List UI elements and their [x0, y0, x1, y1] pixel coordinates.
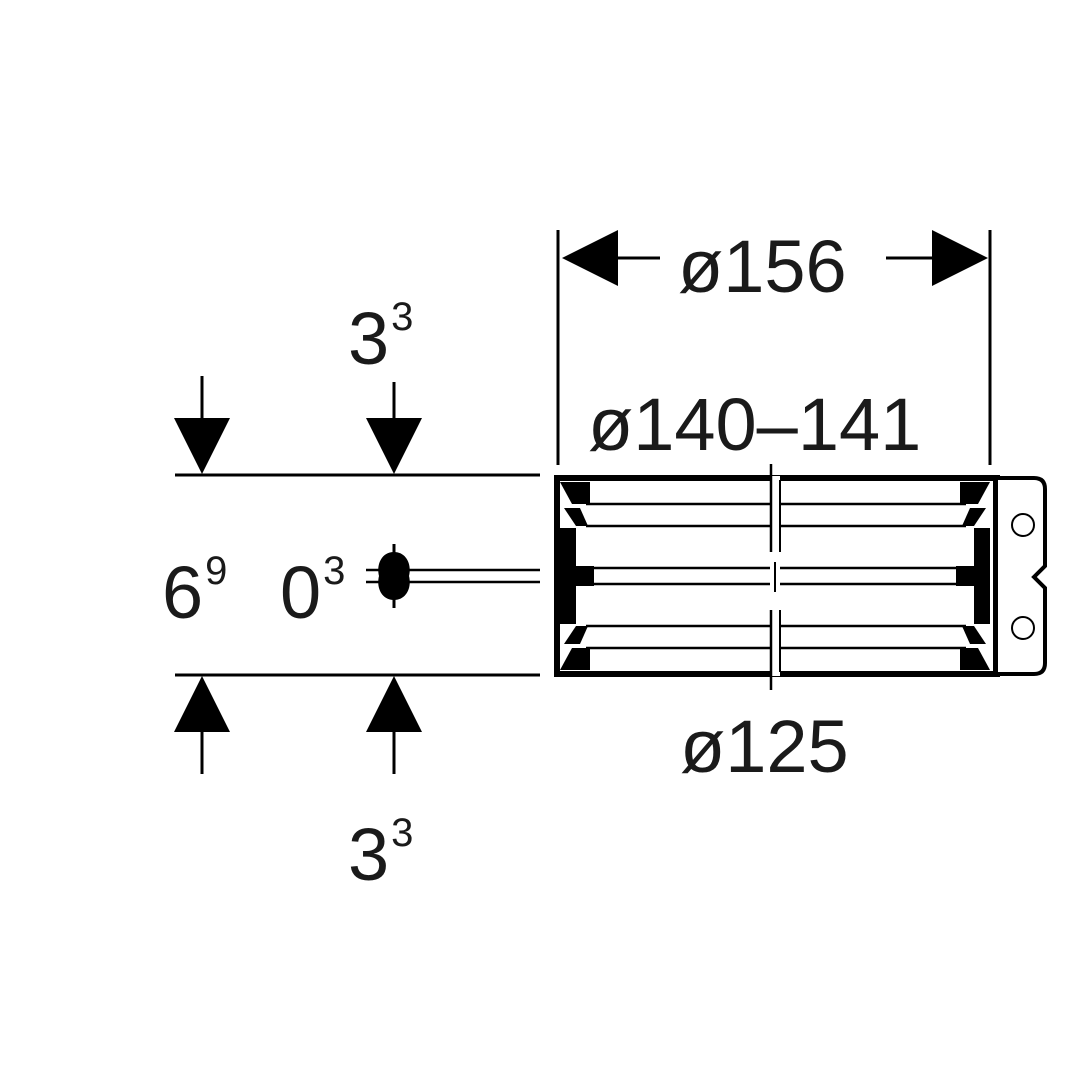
arrowhead-up-left — [174, 676, 230, 732]
end-cap-hole-bottom — [1011, 616, 1035, 640]
lip-wedge-top-right-1 — [960, 482, 990, 504]
arrowhead-up-right — [366, 676, 422, 732]
lip-wedge-top-left-2 — [564, 508, 588, 526]
end-cap-hole-top — [1011, 513, 1035, 537]
total-height-base: 6 — [162, 551, 204, 634]
lip-wedge-top-left-1 — [560, 482, 590, 504]
side-bar-right — [974, 528, 990, 624]
side-bar-left — [560, 528, 576, 624]
inner-diameter-label: ø125 — [680, 705, 849, 788]
total-height-sup: 9 — [205, 549, 228, 593]
gap-sup: 3 — [323, 549, 346, 593]
end-cap — [997, 476, 1047, 676]
gap-label: 03 — [280, 551, 345, 630]
lip-wedge-top-right-2 — [962, 508, 986, 526]
arrowhead-down-left — [174, 418, 230, 474]
outer-diameter-dimension — [556, 230, 992, 465]
outer-diameter-label: ø156 — [678, 225, 847, 308]
arrowhead-left — [562, 230, 618, 286]
gap-marker — [366, 544, 540, 608]
bottom-thickness-sup: 3 — [391, 811, 414, 855]
gap-base: 0 — [280, 551, 322, 634]
total-height-label: 69 — [162, 551, 227, 630]
top-thickness-sup: 3 — [391, 295, 414, 339]
center-bar-right — [956, 566, 974, 586]
gap-dot — [378, 552, 410, 600]
thickness-dimensions — [174, 376, 540, 774]
center-bar-left — [576, 566, 594, 586]
lip-wedge-bottom-right-1 — [960, 648, 990, 670]
arrowhead-down-right — [366, 418, 422, 474]
top-thickness-label: 33 — [348, 297, 413, 376]
seal-cross-section — [554, 464, 1047, 690]
bottom-thickness-base: 3 — [348, 813, 390, 896]
end-cap-bar — [993, 478, 998, 674]
lip-wedge-bottom-right-2 — [962, 626, 986, 644]
seal-range-label: ø140–141 — [588, 383, 922, 466]
arrowhead-right — [932, 230, 988, 286]
bottom-thickness-label: 33 — [348, 813, 413, 892]
lip-wedge-bottom-left-1 — [560, 648, 590, 670]
top-thickness-base: 3 — [348, 297, 390, 380]
lip-wedge-bottom-left-2 — [564, 626, 588, 644]
